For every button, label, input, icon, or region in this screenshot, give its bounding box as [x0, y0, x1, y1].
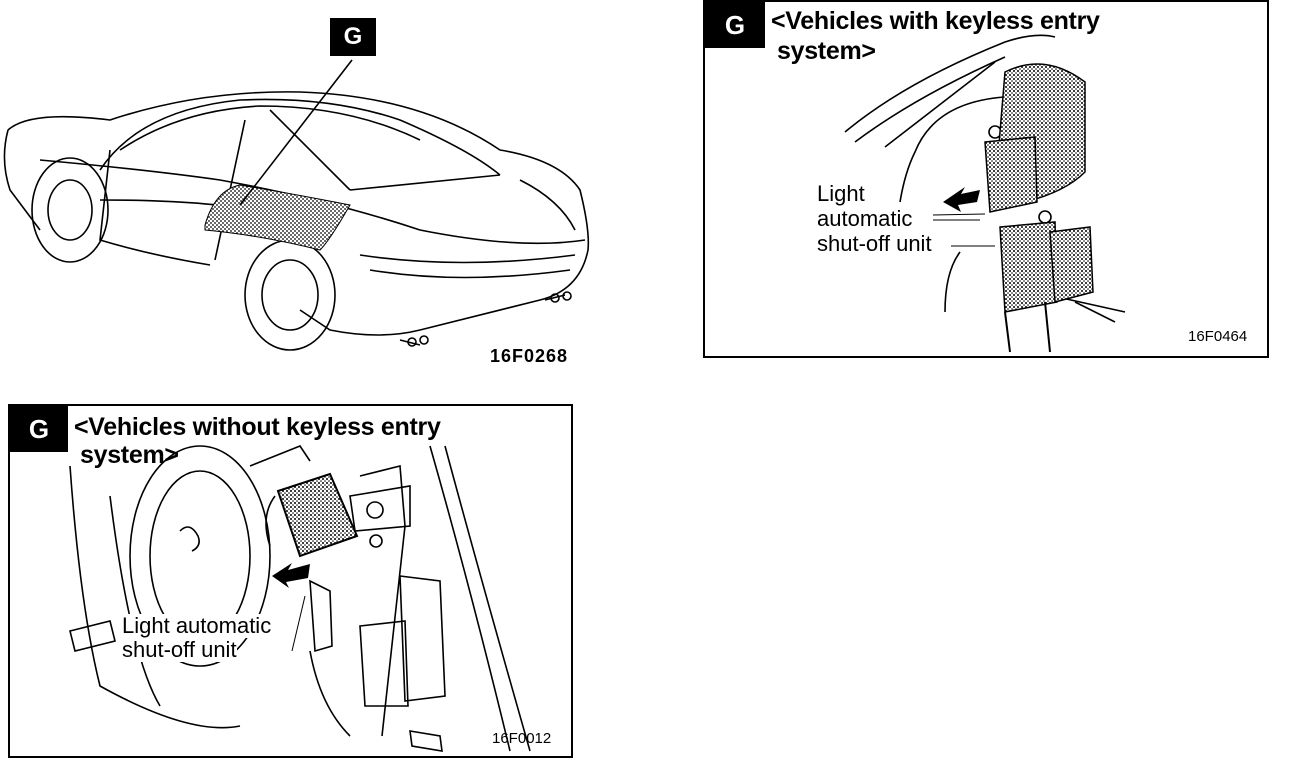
no-keyless-unit-label-line2: shut-off unit: [122, 637, 237, 662]
panel-keyless-entry: G <Vehicles with keyless entry system> L…: [703, 0, 1269, 358]
keyless-g-badge: G: [705, 2, 765, 48]
no-keyless-unit-drawing: [69, 445, 531, 752]
keyless-unit-drawing: [844, 34, 1126, 353]
panel-no-keyless-entry: G <Vehicles without keyless entry system…: [8, 404, 573, 758]
keyless-title-line1: <Vehicles with keyless entry: [771, 7, 1100, 35]
no-keyless-title-line2: system>: [80, 441, 179, 469]
keyless-unit-label-line1: Light: [817, 181, 865, 206]
overview-figure-code: 16F0268: [490, 346, 569, 366]
no-keyless-pointer-arrow: [272, 563, 310, 588]
no-keyless-title-line1: <Vehicles without keyless entry: [74, 413, 441, 441]
keyless-title-line2: system>: [777, 37, 876, 65]
keyless-unit-label-line2: automatic: [817, 206, 913, 231]
keyless-pointer-arrow: [943, 187, 980, 212]
car-drawing: [3, 59, 590, 351]
car-overview-illustration: [0, 0, 640, 380]
keyless-unit-label-line3: shut-off unit: [817, 231, 932, 256]
keyless-figure-code: 16F0464: [1188, 328, 1248, 345]
overview-g-badge: G: [330, 18, 376, 56]
no-keyless-unit-label-line1: Light automatic: [122, 613, 272, 638]
no-keyless-figure-code: 16F0012: [492, 730, 552, 747]
no-keyless-g-badge: G: [10, 406, 68, 452]
leader-line: [239, 59, 353, 206]
